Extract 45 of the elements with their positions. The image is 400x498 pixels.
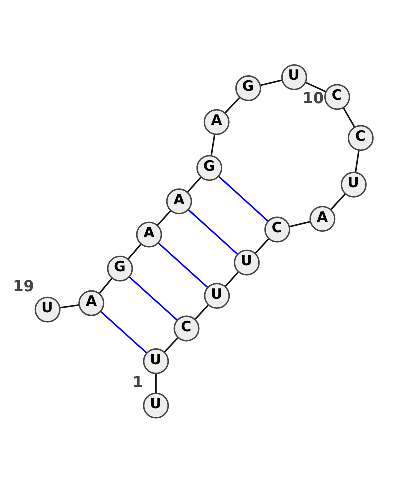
node-circle: C (347, 125, 374, 152)
connector (158, 242, 208, 288)
connector (100, 311, 147, 354)
connector (330, 193, 346, 210)
node-circle: U (340, 172, 366, 198)
connector (186, 176, 202, 193)
connector (210, 134, 216, 156)
connector (127, 244, 142, 260)
connector (305, 82, 326, 93)
connector (224, 97, 240, 114)
connector (354, 150, 360, 173)
node-circle: C (324, 84, 350, 110)
connector (188, 210, 238, 256)
node-label: 10 (302, 89, 324, 108)
connector (342, 108, 355, 128)
node-circle: A (203, 109, 230, 136)
node-circle: U (234, 250, 260, 276)
node-circle: A (309, 206, 336, 232)
connector (60, 304, 79, 309)
connector (289, 221, 310, 228)
connector (98, 278, 112, 294)
connector (154, 374, 156, 394)
node-circle: A (166, 188, 192, 215)
connector (164, 337, 178, 353)
node-circle: U (280, 64, 307, 90)
node-circle: A (78, 290, 104, 316)
node-label: 1 (132, 373, 143, 392)
node-circle: U (142, 348, 169, 374)
node-circle: U (34, 296, 60, 323)
node-circle: U (142, 392, 169, 419)
connector (128, 276, 178, 321)
node-circle: U (204, 283, 230, 310)
connector (218, 176, 268, 222)
node-circle: G (235, 76, 261, 102)
node-circle: C (264, 216, 290, 243)
node-circle: C (173, 316, 200, 342)
node-circle: G (196, 155, 222, 182)
connector (224, 272, 238, 288)
node-circle: G (106, 256, 133, 282)
connector (194, 304, 208, 320)
connector (260, 80, 282, 86)
connector (254, 238, 270, 254)
node-circle: A (136, 222, 162, 248)
node-label: 19 (12, 277, 34, 296)
connector (156, 210, 171, 226)
